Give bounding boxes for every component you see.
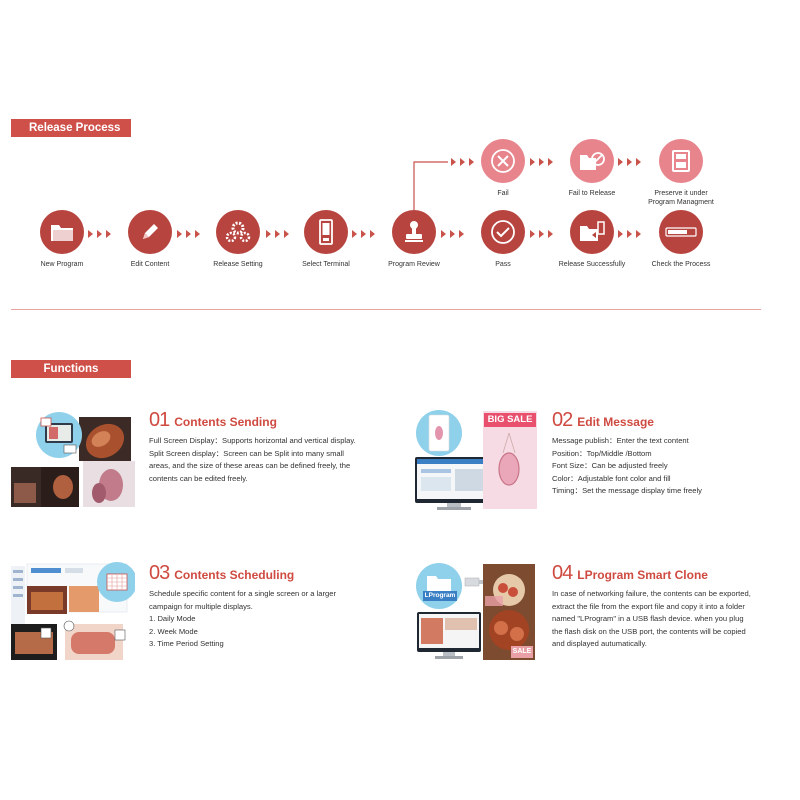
flow-connector (413, 161, 448, 210)
contents-sending-image (11, 409, 135, 507)
function-04-description: In case of networking failure, the conte… (552, 589, 751, 648)
arrow-icon (88, 230, 120, 238)
progress-bar-icon (659, 210, 703, 254)
sale-label: SALE (512, 648, 532, 655)
folder-forbidden-icon (570, 139, 614, 183)
step-label: Release Successfully (558, 261, 626, 268)
gears-icon (216, 210, 260, 254)
step-label: Preserve it under Program Managment (648, 190, 714, 206)
check-icon (481, 210, 525, 254)
pencil-icon (128, 210, 172, 254)
x-circle-icon (481, 139, 525, 183)
step-fail: Fail (458, 139, 548, 198)
step-label: Fail to Release (568, 190, 616, 197)
release-process-header: Release Process (11, 119, 131, 137)
step-new-program: New Program (17, 210, 107, 269)
contents-scheduling-image (11, 562, 137, 664)
step-check-the-process: Check the Process (636, 210, 726, 269)
step-release-successfully: Release Successfully (547, 210, 637, 269)
arrow-icon (618, 158, 650, 166)
arrow-icon (530, 230, 562, 238)
arrow-icon (530, 158, 562, 166)
step-label: Pass (495, 261, 511, 268)
function-03-description: Schedule specific content for a single s… (149, 589, 336, 648)
step-label: Select Terminal (302, 261, 350, 268)
big-sale-banner: BIG SALE (484, 413, 536, 427)
step-label: Check the Process (651, 261, 711, 268)
step-label: Release Setting (213, 261, 263, 268)
save-icon (659, 139, 703, 183)
step-label: Fail (497, 190, 509, 197)
step-label: Program Review (388, 261, 440, 268)
function-01-description: Full Screen Display：Supports horizontal … (149, 436, 356, 483)
folder-icon (40, 210, 84, 254)
step-select-terminal: Select Terminal (281, 210, 371, 269)
step-label: Edit Content (130, 261, 170, 268)
terminal-icon (304, 210, 348, 254)
folder-upload-icon (570, 210, 614, 254)
arrow-icon (352, 230, 384, 238)
smart-clone-image: LProgram SALE (413, 562, 537, 664)
step-program-review: Program Review (369, 210, 459, 269)
step-label: New Program (40, 261, 84, 268)
release-process-title: Release Process (29, 122, 121, 134)
functions-header: Functions (11, 360, 131, 378)
arrow-icon (618, 230, 650, 238)
arrow-icon (177, 230, 209, 238)
step-fail-to-release: Fail to Release (547, 139, 637, 198)
stamp-icon (392, 210, 436, 254)
step-preserve: Preserve it under Program Managment (636, 139, 726, 207)
step-edit-content: Edit Content (105, 210, 195, 269)
arrow-icon (441, 230, 473, 238)
arrow-icon (266, 230, 298, 238)
lprogram-badge: LProgram (423, 591, 457, 601)
arrow-icon (451, 158, 483, 166)
step-release-setting: Release Setting (193, 210, 283, 269)
function-02-description: Message publish：Enter the text content P… (552, 436, 702, 495)
edit-message-image: BIG SALE (413, 409, 537, 511)
step-pass: Pass (458, 210, 548, 269)
section-divider (11, 309, 761, 310)
functions-title: Functions (43, 363, 99, 375)
